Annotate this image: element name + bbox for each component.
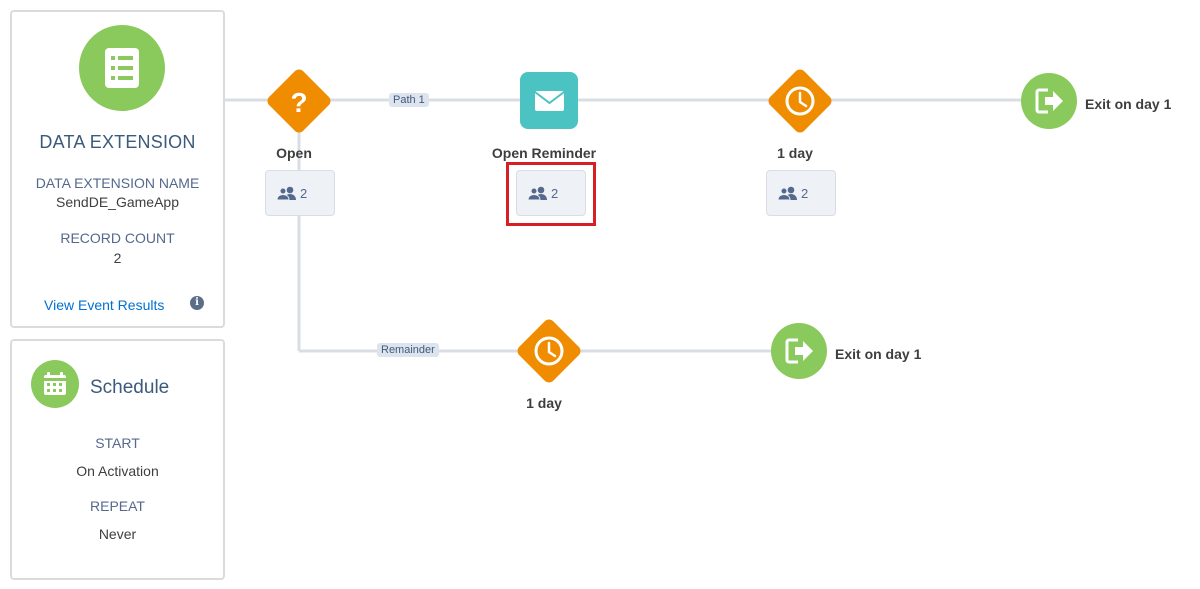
exit-icon (785, 338, 813, 364)
decision-label: Open (276, 145, 312, 161)
repeat-label: REPEAT (90, 498, 145, 514)
exit-top-label: Exit on day 1 (1085, 96, 1172, 112)
clock-icon (534, 336, 564, 366)
data-extension-card[interactable]: DATA EXTENSION DATA EXTENSION NAME SendD… (10, 10, 225, 328)
email-count-box[interactable]: 2 (516, 170, 586, 216)
wait-top-label: 1 day (777, 145, 813, 161)
decision-node[interactable]: ? (265, 67, 333, 135)
exit-node-bottom[interactable] (771, 323, 827, 379)
path-1-tag: Path 1 (389, 93, 429, 107)
schedule-title: Schedule (90, 377, 170, 398)
wait-top-count-box[interactable]: 2 (766, 170, 836, 216)
data-extension-name-label: DATA EXTENSION NAME (35, 175, 200, 191)
exit-node-top[interactable] (1021, 73, 1077, 129)
data-extension-name-value: SendDE_GameApp (56, 194, 179, 210)
repeat-value: Never (98, 526, 137, 542)
email-label: Open Reminder (491, 145, 597, 161)
list-icon (79, 25, 165, 111)
exit-icon (1035, 88, 1063, 114)
connector-lines (225, 98, 1025, 353)
info-icon[interactable]: i (190, 296, 204, 310)
start-label: START (95, 435, 140, 451)
wait-node-top[interactable] (766, 67, 834, 135)
question-mark-icon: ? (290, 87, 307, 118)
start-value: On Activation (76, 463, 159, 479)
envelope-icon (534, 91, 565, 111)
exit-bottom-label: Exit on day 1 (835, 346, 922, 362)
record-count-value: 2 (113, 250, 122, 266)
wait-bottom-label: 1 day (526, 395, 562, 411)
remainder-path-tag: Remainder (377, 343, 439, 357)
wait-node-bottom[interactable] (515, 317, 583, 385)
people-icon (528, 186, 547, 201)
email-node[interactable] (520, 72, 578, 129)
people-icon (778, 186, 797, 201)
record-count-label: RECORD COUNT (60, 230, 175, 246)
schedule-card[interactable]: Schedule START On Activation REPEAT Neve… (10, 339, 225, 580)
decision-count-box[interactable]: 2 (265, 170, 335, 216)
decision-count: 2 (300, 186, 308, 201)
data-extension-title: DATA EXTENSION (39, 132, 196, 152)
calendar-icon (31, 360, 79, 408)
view-event-results-link[interactable]: View Event Results (44, 297, 165, 313)
email-count: 2 (551, 186, 559, 201)
clock-icon (785, 86, 815, 116)
highlight-box (506, 162, 596, 226)
people-icon (277, 186, 296, 201)
wait-top-count: 2 (801, 186, 809, 201)
